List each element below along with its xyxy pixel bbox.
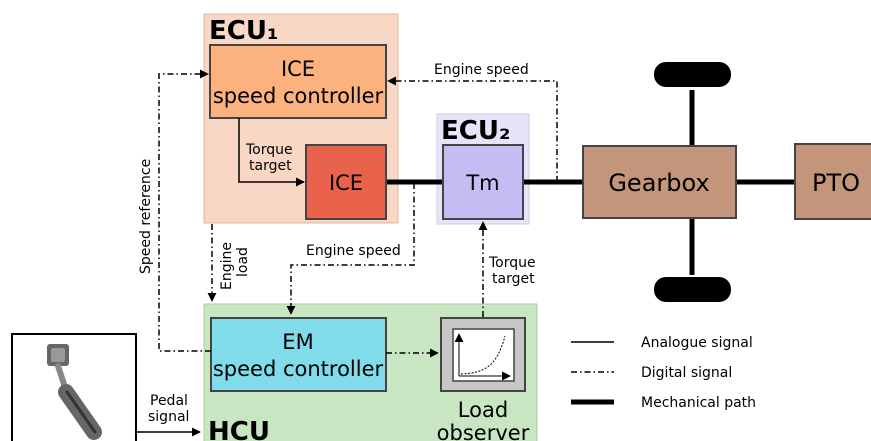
pedal-icon (47, 344, 102, 440)
mechanical-path (385, 90, 795, 275)
torque-target-tm-line1: Torque (488, 255, 536, 271)
load-observer-line2: observer (437, 421, 530, 441)
ice-speed-controller-line2: speed controller (213, 84, 384, 108)
pedal-box (11, 333, 137, 441)
em-speed-controller-line2: speed controller (213, 357, 384, 381)
torque-target-ice-line1: Torque (245, 142, 293, 158)
pedal-signal-line1: Pedal (150, 393, 188, 409)
tm-label: Tm (465, 171, 499, 195)
legend-analogue-label: Analogue signal (641, 335, 753, 351)
engine-speed-mid-label: Engine speed (306, 243, 401, 259)
em-speed-controller-line1: EM (282, 330, 313, 354)
engine-speed-top-label: Engine speed (434, 62, 529, 78)
torque-target-ice-line2: target (249, 158, 292, 174)
legend-mechanical-label: Mechanical path (641, 395, 756, 411)
ice-block (305, 144, 387, 220)
ecu1-title: ECU₁ (209, 16, 278, 46)
speed-reference-label: Speed reference (138, 159, 154, 274)
ecu2-title: ECU₂ (441, 116, 510, 146)
gearbox-label: Gearbox (608, 169, 709, 197)
pto-label: PTO (812, 169, 860, 197)
torque-target-tm-line2: target (492, 271, 535, 287)
tm-block (442, 144, 524, 220)
ice-label: ICE (329, 171, 363, 195)
analogue-signals (136, 118, 305, 437)
ice-speed-controller-line1: ICE (281, 57, 315, 81)
digital-signals (158, 69, 558, 358)
legend: Analogue signal Digital signal Mechanica… (571, 335, 756, 411)
load-observer-line1: Load (458, 398, 508, 422)
gearbox-block (582, 145, 737, 219)
pedal-signal-line2: signal (148, 409, 189, 425)
engine-load-line2: load (235, 247, 251, 277)
engine-load-line1: Engine (219, 242, 235, 290)
ice-speed-controller-block (209, 44, 387, 119)
load-curve-icon (452, 328, 515, 382)
wheel-bottom (654, 277, 731, 302)
legend-digital-label: Digital signal (641, 365, 732, 381)
hcu-title: HCU (208, 417, 270, 441)
wheel-top (654, 62, 731, 87)
pto-block (794, 143, 871, 220)
em-speed-controller-block (210, 317, 387, 392)
